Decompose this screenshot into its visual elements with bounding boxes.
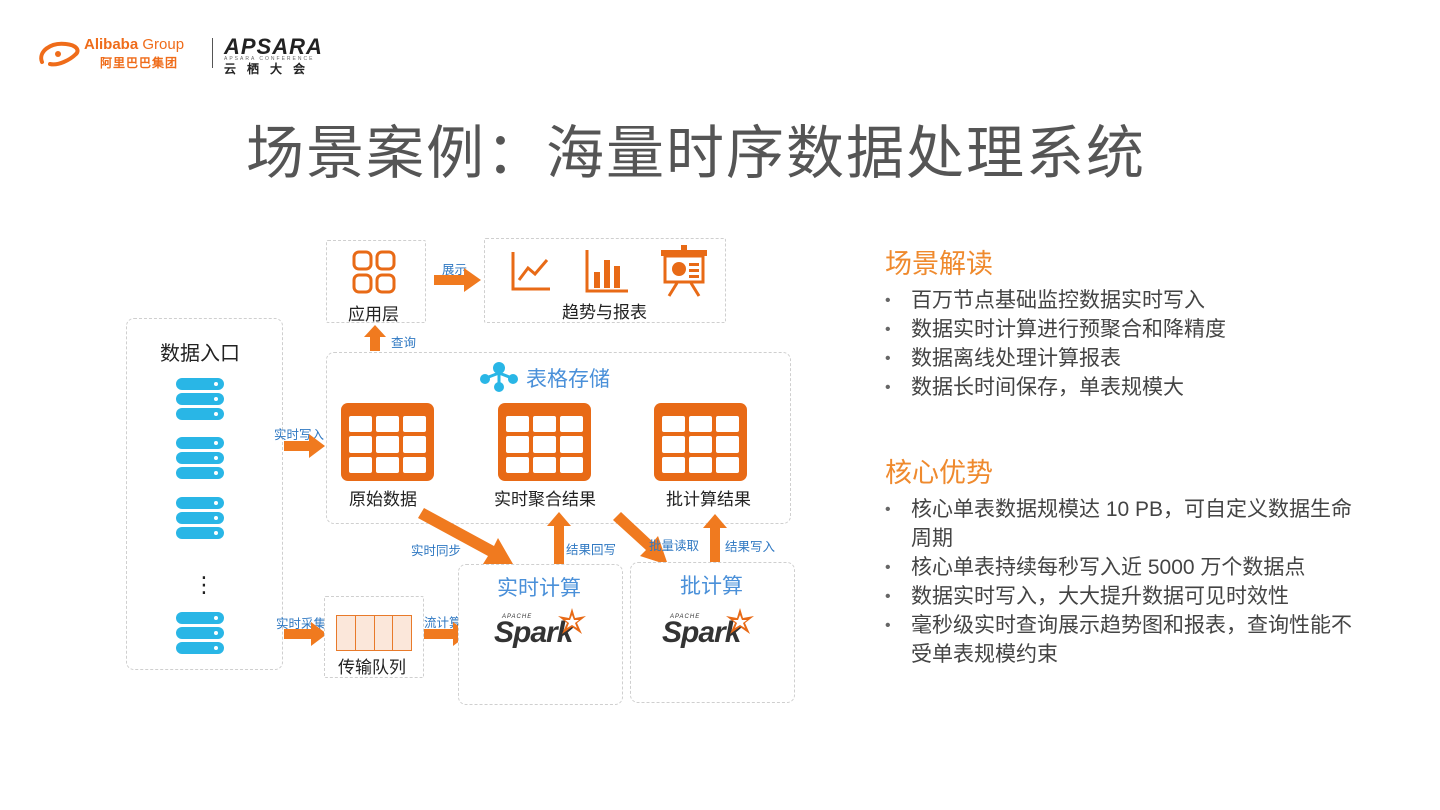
apsara-logo: APSARA APSARA CONFERENCE 云栖大会 — [224, 34, 324, 76]
presentation-icon — [661, 245, 707, 297]
realtime-sync-label: 实时同步 — [411, 544, 462, 558]
query-label: 查询 — [391, 336, 417, 350]
scene-item: 数据长时间保存，单表规模大 — [885, 373, 1375, 402]
raw-data-table-icon — [341, 403, 434, 481]
apsara-wordmark: APSARA — [224, 34, 323, 59]
spark-wordmark: Spark — [494, 616, 573, 649]
ellipsis-marker: ⋮ — [193, 572, 215, 597]
queue-icon — [336, 615, 412, 651]
realtime-agg-table-icon — [498, 403, 591, 481]
scene-item: 数据实时计算进行预聚合和降精度 — [885, 315, 1375, 344]
advantage-item: 毫秒级实时查询展示趋势图和报表，查询性能不受单表规模约束 — [885, 611, 1365, 669]
advantage-section-title: 核心优势 — [885, 458, 993, 488]
scene-section-title: 场景解读 — [885, 249, 993, 279]
apsara-subtitle: APSARA CONFERENCE — [224, 56, 315, 62]
page-title: 场景案例：海量时序数据处理系统 — [245, 121, 1146, 186]
raw-data-label: 原始数据 — [349, 490, 417, 509]
batch-read-arrow-icon — [613, 512, 668, 565]
realtime-write-arrow-icon — [284, 434, 325, 458]
alibaba-wordmark: Alibaba Group — [84, 36, 185, 53]
data-entry-box — [126, 318, 283, 670]
scene-list: 百万节点基础监控数据实时写入 数据实时计算进行预聚合和降精度 数据离线处理计算报… — [885, 286, 1375, 402]
logo-divider — [212, 38, 213, 68]
scene-item: 百万节点基础监控数据实时写入 — [885, 286, 1375, 315]
spark-logo: APACHE Spark — [492, 608, 612, 668]
result-writeback-arrow-icon — [547, 512, 571, 564]
server-icon — [176, 497, 224, 543]
queue-label: 传输队列 — [338, 658, 406, 677]
line-chart-icon — [511, 252, 550, 291]
scene-item: 数据离线处理计算报表 — [885, 344, 1375, 373]
spark-apache-text: APACHE — [670, 614, 701, 620]
batch-result-label: 批计算结果 — [666, 490, 751, 509]
realtime-sync-arrow-icon — [418, 508, 513, 564]
apsara-cn-name: 云栖大会 — [224, 62, 317, 76]
table-store-icon — [480, 362, 518, 392]
alibaba-cn-name: 阿里巴巴集团 — [100, 56, 179, 70]
advantage-list: 核心单表数据规模达 10 PB，可自定义数据生命周期 核心单表持续每秒写入近 5… — [885, 495, 1365, 669]
advantage-item: 数据实时写入，大大提升数据可见时效性 — [885, 582, 1365, 611]
server-icon — [176, 612, 224, 658]
batch-compute-label: 批计算 — [680, 575, 743, 598]
realtime-compute-label: 实时计算 — [497, 577, 581, 600]
alibaba-swoosh-icon — [39, 41, 80, 67]
result-write-arrow-icon — [703, 514, 727, 564]
server-icon — [176, 437, 224, 483]
apps-grid-icon — [352, 250, 396, 294]
table-store-label: 表格存储 — [526, 368, 610, 391]
stream-compute-label: 流计算 — [424, 616, 462, 630]
advantage-item: 核心单表数据规模达 10 PB，可自定义数据生命周期 — [885, 495, 1365, 553]
batch-compute-box — [630, 562, 795, 703]
app-layer-label: 应用层 — [348, 305, 399, 324]
realtime-compute-box — [458, 564, 623, 705]
result-writeback-label: 结果回写 — [566, 543, 617, 557]
server-icon — [176, 378, 224, 424]
alibaba-group-logo: Alibaba Group 阿里巴巴集团 — [36, 36, 211, 72]
realtime-agg-label: 实时聚合结果 — [494, 490, 596, 509]
spark-logo: APACHE Spark — [660, 608, 780, 668]
display-label: 展示 — [442, 263, 468, 277]
spark-wordmark: Spark — [662, 616, 741, 649]
batch-read-label: 批量读取 — [649, 539, 700, 553]
advantage-item: 核心单表持续每秒写入近 5000 万个数据点 — [885, 553, 1365, 582]
batch-result-table-icon — [654, 403, 747, 481]
spark-star-icon — [726, 608, 754, 634]
spark-apache-text: APACHE — [502, 614, 533, 620]
bar-chart-icon — [585, 250, 628, 293]
result-write-label: 结果写入 — [725, 540, 776, 554]
data-entry-label: 数据入口 — [160, 343, 240, 365]
display-arrow-icon — [434, 268, 481, 292]
trend-report-label: 趋势与报表 — [562, 303, 647, 322]
realtime-collect-arrow-icon — [284, 622, 327, 646]
query-arrow-icon — [364, 325, 386, 351]
spark-star-icon — [558, 608, 586, 634]
stream-compute-arrow-icon — [424, 622, 469, 646]
